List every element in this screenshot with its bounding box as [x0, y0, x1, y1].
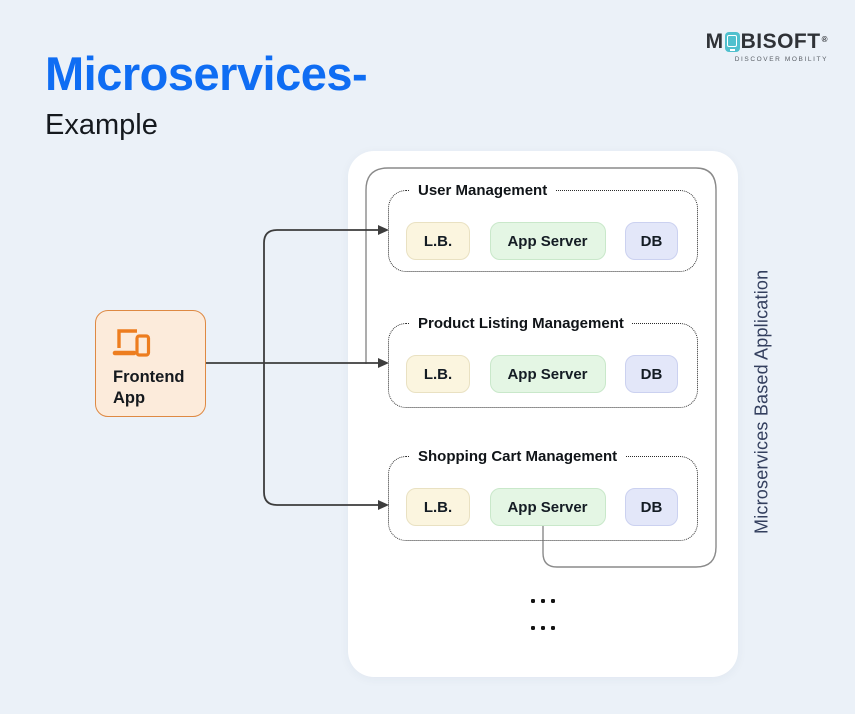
- logo-wordmark: M BISOFT ®: [706, 31, 828, 53]
- node-app-server: App Server: [489, 222, 606, 260]
- node-app-server: App Server: [489, 488, 606, 526]
- mobisoft-logo: M BISOFT ® DISCOVER MOBILITY: [706, 31, 828, 64]
- ellipsis-dot: [531, 599, 535, 603]
- service-group-user-management: User Management L.B. App Server DB: [388, 181, 698, 272]
- node-database: DB: [625, 355, 678, 393]
- registered-mark: ®: [821, 35, 828, 44]
- arrowhead-bottom: [378, 500, 389, 510]
- group-title: Product Listing Management: [410, 314, 632, 333]
- phone-button-shape: [729, 48, 735, 51]
- ellipsis-dot: [551, 626, 555, 630]
- ellipsis-row: [531, 626, 555, 630]
- ellipsis-dot: [531, 626, 535, 630]
- devices-icon: [112, 329, 151, 357]
- node-load-balancer: L.B.: [406, 355, 470, 393]
- frontend-app-node: Frontend App: [95, 310, 206, 417]
- frontend-label-line1: Frontend: [113, 368, 185, 386]
- ellipsis-row: [531, 599, 555, 603]
- node-app-server: App Server: [489, 355, 606, 393]
- node-load-balancer: L.B.: [406, 222, 470, 260]
- phone-screen-shape: [727, 34, 738, 47]
- logo-tagline: DISCOVER MOBILITY: [734, 56, 828, 63]
- group-nodes-row: L.B. App Server DB: [389, 488, 697, 526]
- page-title: Microservices-: [45, 47, 368, 100]
- ellipsis-dot: [551, 599, 555, 603]
- ellipsis-dot: [541, 599, 545, 603]
- frontend-app-label: Frontend App: [113, 367, 185, 409]
- group-title: Shopping Cart Management: [410, 447, 626, 466]
- group-nodes-row: L.B. App Server DB: [389, 222, 697, 260]
- panel-loop-line: [365, 167, 717, 568]
- node-database: DB: [625, 488, 678, 526]
- group-title: User Management: [410, 181, 556, 200]
- node-database: DB: [625, 222, 678, 260]
- frontend-label-line2: App: [113, 389, 146, 407]
- node-load-balancer: L.B.: [406, 488, 470, 526]
- page-subtitle: Example: [45, 109, 158, 141]
- arrow-branch-line: [263, 229, 380, 506]
- ellipsis-dot: [541, 626, 545, 630]
- logo-letters-bisoft: BISOFT: [740, 30, 821, 53]
- logo-letter-m: M: [705, 30, 724, 53]
- group-nodes-row: L.B. App Server DB: [389, 355, 697, 393]
- arrowhead-top: [378, 225, 389, 235]
- arrowhead-middle: [378, 358, 389, 368]
- side-label: Microservices Based Application: [751, 269, 772, 535]
- phone-icon: [724, 32, 740, 52]
- service-group-product-listing: Product Listing Management L.B. App Serv…: [388, 314, 698, 408]
- service-group-shopping-cart: Shopping Cart Management L.B. App Server…: [388, 447, 698, 541]
